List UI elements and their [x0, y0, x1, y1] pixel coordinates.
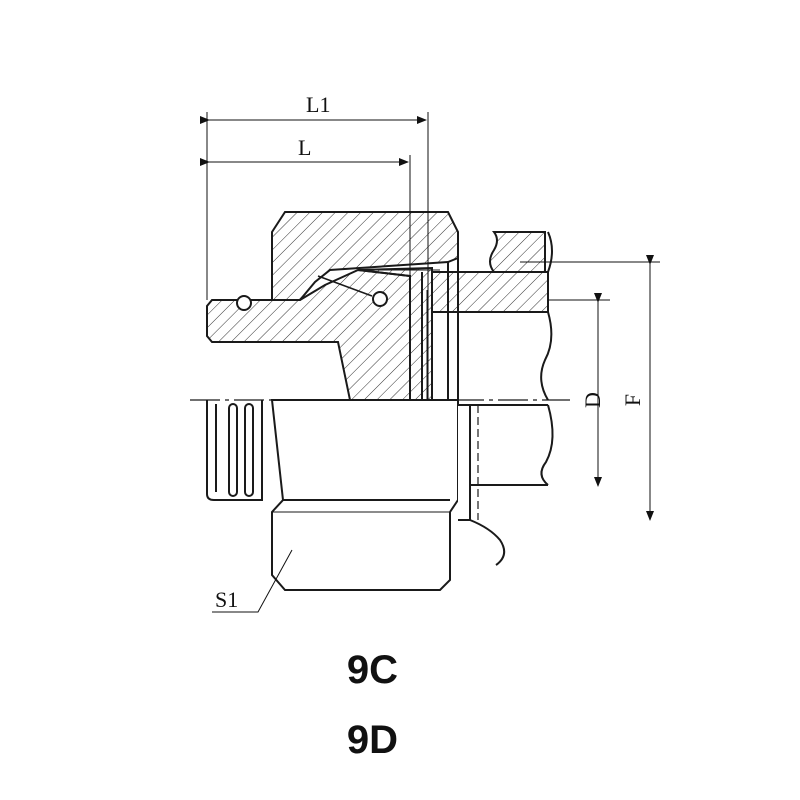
- model-code-9d: 9D: [346, 718, 399, 762]
- thread-groove-1: [228, 403, 238, 497]
- model-code-9c: 9C: [346, 648, 399, 692]
- o-ring-1: [236, 295, 252, 311]
- label-d: D: [580, 392, 605, 408]
- external-view: [206, 399, 554, 591]
- dimension-s1-leader: [212, 549, 293, 613]
- tube-wall-section: [431, 271, 549, 313]
- o-ring-2: [372, 291, 388, 307]
- thread-groove-2: [244, 403, 254, 497]
- label-l1: L1: [306, 92, 330, 117]
- tube-flange-section: [489, 231, 546, 273]
- nut-section: [271, 211, 459, 301]
- dimension-labels: L1 L D F S1: [215, 92, 645, 612]
- label-s1: S1: [215, 587, 238, 612]
- hex-nut: [270, 399, 459, 591]
- label-f: F: [620, 394, 645, 406]
- label-l: L: [298, 135, 311, 160]
- section-view: [206, 211, 553, 401]
- dimension-lines: [200, 112, 660, 613]
